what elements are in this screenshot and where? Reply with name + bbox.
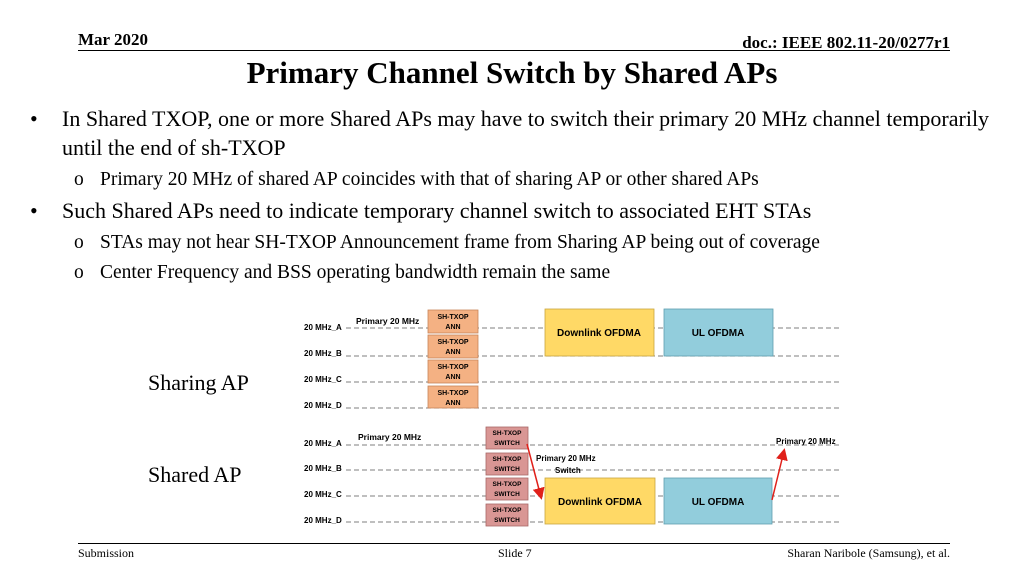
svg-text:SH-TXOP: SH-TXOP bbox=[493, 430, 523, 437]
ul-ofdma-block: UL OFDMA bbox=[663, 308, 774, 357]
sub-bullet-text: Primary 20 MHz of shared AP coincides wi… bbox=[100, 169, 759, 190]
sharing-ap-diagram: 20 MHz_A 20 MHz_B 20 MHz_C 20 MHz_D Prim… bbox=[304, 308, 842, 410]
downlink-ofdma-block: Downlink OFDMA bbox=[544, 308, 655, 357]
svg-text:ANN: ANN bbox=[445, 349, 460, 356]
primary-label-right: Primary 20 MHz bbox=[776, 437, 836, 446]
primary-label: Primary 20 MHz bbox=[356, 316, 419, 326]
bullet-dot: • bbox=[30, 198, 38, 223]
channel-label-d: 20 MHz_D bbox=[304, 516, 342, 525]
sub-bullet-text: STAs may not hear SH-TXOP Announcement f… bbox=[100, 232, 820, 253]
header-doc-id: doc.: IEEE 802.11-20/0277r1 bbox=[742, 33, 950, 52]
svg-text:Downlink OFDMA: Downlink OFDMA bbox=[558, 497, 642, 508]
sh-txop-ann-block: SH-TXOP ANN bbox=[427, 385, 479, 409]
bullet-text: Such Shared APs need to indicate tempora… bbox=[62, 198, 812, 223]
sh-txop-switch-block: SH-TXOP SWITCH bbox=[485, 503, 529, 527]
downlink-ofdma-block: Downlink OFDMA bbox=[544, 477, 656, 525]
slide-title: Primary Channel Switch by Shared APs bbox=[246, 55, 778, 90]
sh-txop-ann-block: SH-TXOP ANN bbox=[427, 359, 479, 384]
svg-text:UL OFDMA: UL OFDMA bbox=[692, 497, 745, 508]
svg-text:SH-TXOP: SH-TXOP bbox=[493, 507, 523, 514]
svg-text:SH-TXOP: SH-TXOP bbox=[437, 364, 468, 371]
sharing-ap-label: Sharing AP bbox=[148, 370, 249, 395]
shared-ap-label: Shared AP bbox=[148, 462, 242, 487]
sh-txop-switch-block: SH-TXOP SWITCH bbox=[485, 452, 529, 476]
sh-txop-switch-block: SH-TXOP SWITCH bbox=[485, 426, 529, 450]
footer-submission: Submission bbox=[78, 546, 135, 560]
switch-label-line2: Switch bbox=[555, 466, 581, 475]
sh-txop-switch-block: SH-TXOP SWITCH bbox=[485, 477, 529, 501]
sh-txop-ann-block: SH-TXOP ANN bbox=[427, 334, 479, 359]
sh-txop-ann-block: SH-TXOP ANN bbox=[427, 309, 479, 334]
svg-text:SWITCH: SWITCH bbox=[494, 491, 520, 498]
primary-label: Primary 20 MHz bbox=[358, 432, 421, 442]
sub-bullet-item: o STAs may not hear SH-TXOP Announcement… bbox=[30, 229, 1005, 257]
sub-bullet-item: o Center Frequency and BSS operating ban… bbox=[30, 259, 1005, 287]
channel-label-c: 20 MHz_C bbox=[304, 490, 342, 499]
footer-divider bbox=[78, 543, 950, 544]
switch-down-arrow bbox=[526, 443, 545, 500]
sub-bullet-marker: o bbox=[74, 232, 84, 253]
switch-back-arrow bbox=[771, 448, 788, 501]
channel-label-c: 20 MHz_C bbox=[304, 375, 342, 384]
bullet-list: • In Shared TXOP, one or more Shared APs… bbox=[30, 104, 1005, 289]
svg-text:UL OFDMA: UL OFDMA bbox=[692, 328, 745, 339]
sub-bullet-marker: o bbox=[74, 262, 84, 283]
footer-slide-number: Slide 7 bbox=[498, 546, 532, 560]
svg-text:SH-TXOP: SH-TXOP bbox=[437, 390, 468, 397]
svg-text:ANN: ANN bbox=[445, 324, 460, 331]
sub-bullet-marker: o bbox=[74, 169, 84, 190]
svg-text:SWITCH: SWITCH bbox=[494, 440, 520, 447]
header-date: Mar 2020 bbox=[78, 30, 149, 49]
svg-text:SH-TXOP: SH-TXOP bbox=[437, 314, 468, 321]
bullet-text: In Shared TXOP, one or more Shared APs m… bbox=[62, 106, 990, 160]
bullet-item: • In Shared TXOP, one or more Shared APs… bbox=[30, 104, 1005, 162]
switch-label: Primary 20 MHz bbox=[536, 454, 596, 463]
svg-text:ANN: ANN bbox=[445, 374, 460, 381]
svg-text:SH-TXOP: SH-TXOP bbox=[493, 456, 523, 463]
channel-label-a: 20 MHz_A bbox=[304, 439, 342, 448]
bullet-dot: • bbox=[30, 106, 38, 131]
channel-label-a: 20 MHz_A bbox=[304, 323, 342, 332]
ul-ofdma-block: UL OFDMA bbox=[663, 477, 773, 525]
svg-text:Downlink OFDMA: Downlink OFDMA bbox=[557, 328, 641, 339]
svg-text:ANN: ANN bbox=[445, 400, 460, 407]
svg-text:SWITCH: SWITCH bbox=[494, 517, 520, 524]
header-divider bbox=[78, 50, 950, 51]
svg-text:SH-TXOP: SH-TXOP bbox=[437, 339, 468, 346]
channel-label-d: 20 MHz_D bbox=[304, 401, 342, 410]
svg-text:SH-TXOP: SH-TXOP bbox=[493, 481, 523, 488]
channel-label-b: 20 MHz_B bbox=[304, 349, 342, 358]
channel-label-b: 20 MHz_B bbox=[304, 464, 342, 473]
bullet-item: • Such Shared APs need to indicate tempo… bbox=[30, 196, 1005, 225]
shared-ap-diagram: 20 MHz_A 20 MHz_B 20 MHz_C 20 MHz_D Prim… bbox=[304, 426, 842, 527]
sub-bullet-text: Center Frequency and BSS operating bandw… bbox=[100, 262, 611, 283]
svg-text:SWITCH: SWITCH bbox=[494, 466, 520, 473]
footer-author: Sharan Naribole (Samsung), et al. bbox=[787, 546, 950, 560]
sub-bullet-item: o Primary 20 MHz of shared AP coincides … bbox=[30, 166, 1005, 194]
